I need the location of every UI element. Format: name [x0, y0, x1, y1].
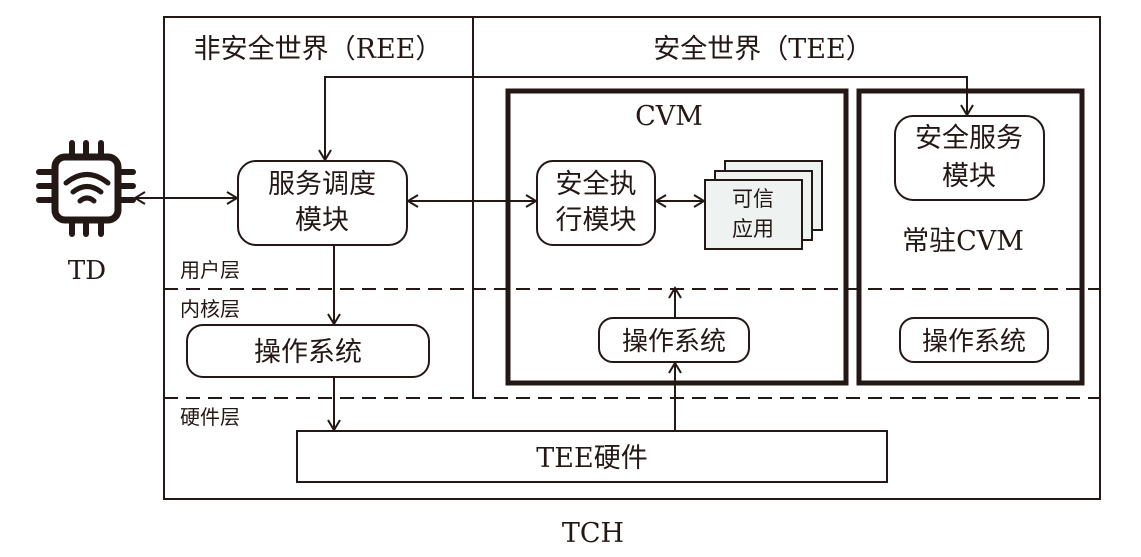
cvm-box [505, 88, 849, 386]
trusted-app-stack [704, 160, 823, 250]
resident-cvm-label: 常驻CVM [902, 226, 1024, 257]
service-scheduler-line2: 模块 [295, 205, 349, 236]
tch-label: TCH [562, 518, 624, 549]
scheduler-secure-service-link [318, 76, 974, 162]
trusted-app-line1: 可信 [732, 187, 774, 211]
tee-title: 安全世界（TEE） [653, 34, 872, 65]
hardware-layer-label: 硬件层 [180, 405, 240, 429]
chip-wifi-icon [36, 140, 136, 237]
resident-os-label: 操作系统 [922, 327, 1026, 357]
device-label: TD [68, 256, 106, 286]
service-scheduler-line1: 服务调度 [268, 169, 376, 200]
trusted-app-line2: 应用 [732, 217, 774, 241]
ree-os-module [186, 324, 430, 378]
tch-container [163, 16, 1101, 500]
secure-exec-line1: 安全执 [556, 169, 637, 200]
tee-hardware-label: TEE硬件 [536, 443, 647, 474]
secure-exec-line2: 行模块 [556, 205, 637, 236]
kernel-layer-label: 内核层 [180, 297, 240, 321]
resident-os-module [899, 317, 1049, 363]
ree-title: 非安全世界（REE） [194, 34, 443, 65]
cvm-title: CVM [635, 101, 703, 132]
secure-service-line2: 模块 [942, 161, 996, 192]
secure-service-line1: 安全服务 [915, 123, 1023, 154]
tee-hardware-box [296, 430, 888, 483]
user-layer-label: 用户层 [180, 258, 240, 282]
cvm-os-label: 操作系统 [622, 327, 726, 357]
resident-cvm-box [856, 88, 1085, 386]
ree-os-label: 操作系统 [254, 337, 362, 368]
